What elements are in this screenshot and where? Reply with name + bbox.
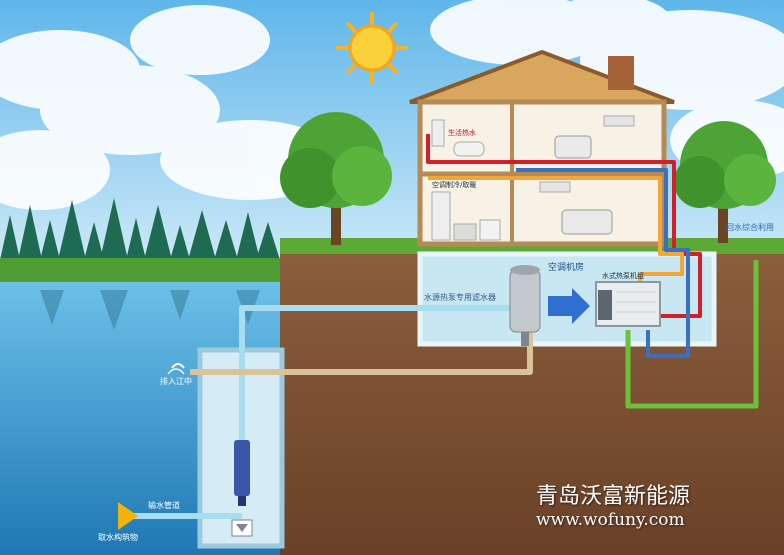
intake-funnel-icon	[118, 502, 138, 530]
recharge-marker-icon	[167, 363, 185, 375]
label-ac-cooling-heating: 空调制冷/取暖	[432, 181, 477, 189]
ground-loop	[625, 260, 759, 409]
label-recharge-well: 排入江中	[160, 377, 192, 386]
flow-arrow-icon	[548, 288, 590, 324]
well-outlet-icon	[231, 519, 253, 537]
cool-pipe	[516, 168, 690, 358]
tree-left	[280, 112, 392, 245]
water-return-pipe	[190, 330, 533, 375]
grass-bank	[0, 258, 290, 282]
label-domestic-hot-water: 生活热水	[448, 129, 476, 137]
submersible-pump-icon	[234, 440, 250, 506]
tree-reflection	[40, 290, 260, 330]
label-recharge-reuse: 回水综合利用	[726, 223, 774, 232]
pipes	[130, 134, 759, 519]
label-intake-pipe: 输水管道	[148, 501, 180, 510]
distant-forest	[0, 198, 280, 260]
water-supply-pipe	[239, 305, 510, 500]
label-filter: 水源热泵专用滤水器	[424, 293, 496, 302]
label-intake-structure: 取水构筑物	[98, 533, 138, 542]
brand-url: www.wofuny.com	[536, 510, 685, 530]
tree-right	[674, 121, 776, 243]
heat-pump-icon	[595, 281, 661, 327]
house	[409, 49, 675, 247]
sun-icon	[336, 12, 408, 84]
filter-icon	[509, 265, 541, 346]
label-ac-machine-room: 空调机房	[548, 263, 585, 273]
brand-name: 青岛沃富新能源	[536, 484, 691, 509]
warm-pipe	[428, 176, 684, 300]
label-heat-pump-unit: 水式热泵机组	[602, 272, 644, 280]
